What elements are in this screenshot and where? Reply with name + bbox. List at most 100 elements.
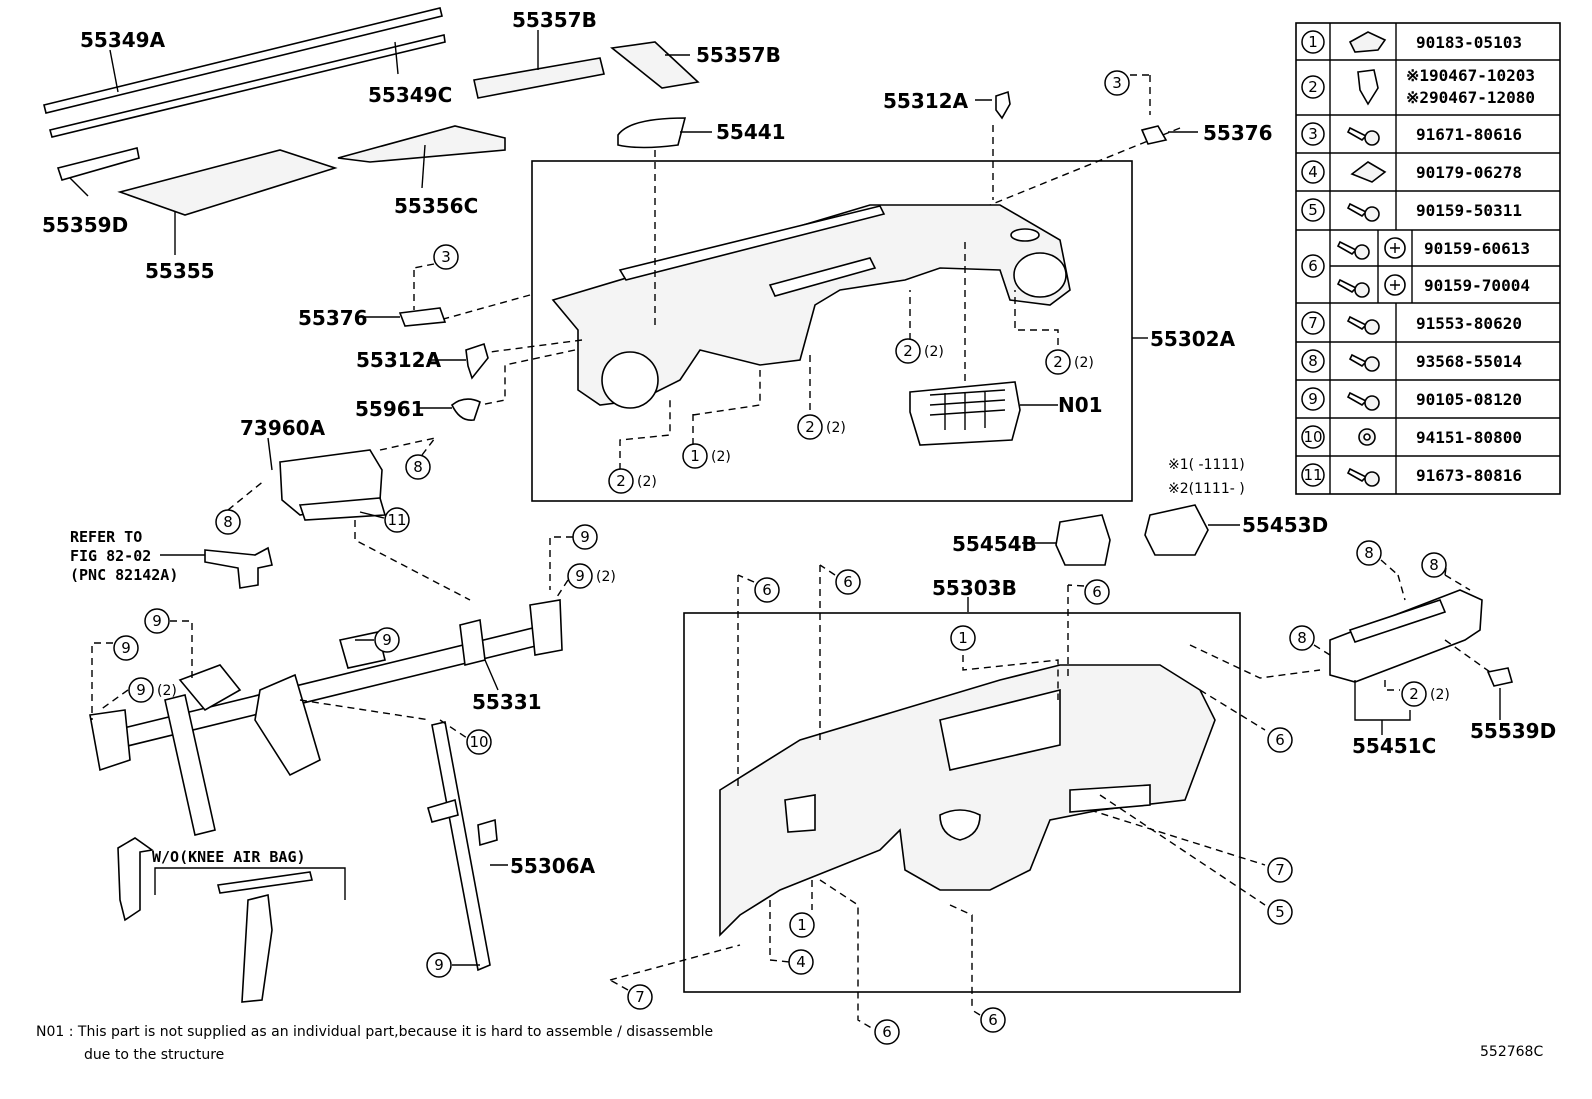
part-55376-bracket-top[interactable]: [1140, 125, 1168, 145]
label-55359D: 55359D: [42, 213, 128, 237]
part-55349C-molding[interactable]: [49, 34, 446, 138]
callout-9-beam-qty: 9 (2): [99, 677, 177, 711]
table-row: 6 90159-60613 90159-70004: [1301, 237, 1530, 298]
part-55539D-clip[interactable]: [1486, 667, 1514, 687]
screw-icon: [1346, 391, 1380, 411]
part-55355-pad[interactable]: [117, 149, 338, 216]
svg-text:2: 2: [903, 342, 913, 360]
svg-text:8: 8: [1364, 544, 1374, 562]
callout-2-dash-d: 2 (2): [608, 468, 657, 494]
svg-text:94151-80800: 94151-80800: [1416, 428, 1522, 447]
svg-text:2: 2: [1409, 685, 1419, 703]
callout-2-dash-a: 2 (2): [895, 338, 944, 364]
callout-9-beam-top: 9: [549, 524, 598, 590]
svg-text:90159-60613: 90159-60613: [1424, 239, 1530, 258]
part-55961-grommet[interactable]: [451, 398, 481, 422]
svg-text:90105-08120: 90105-08120: [1416, 390, 1522, 409]
refer-line-3[interactable]: (PNC 82142A): [70, 566, 178, 584]
part-55357B-panel-b[interactable]: [610, 41, 700, 89]
date-note-2: ※2(1111- ): [1168, 481, 1245, 497]
part-55302A-dashboard-panel[interactable]: [551, 204, 1071, 409]
svg-text:91553-80620: 91553-80620: [1416, 314, 1522, 333]
label-55376-top: 55376: [1203, 121, 1273, 145]
footnote-line-1: N01 : This part is not supplied as an in…: [36, 1024, 713, 1040]
callout-9-beam-left-top: 9: [144, 608, 193, 680]
callout-8-bracket-b: 8: [1421, 552, 1447, 578]
part-82142A-connector[interactable]: [204, 546, 273, 589]
label-55453D: 55453D: [1242, 513, 1328, 537]
callout-1-dash: 1 (2): [682, 443, 731, 469]
part-73960A-knee-airbag[interactable]: [279, 449, 387, 521]
svg-text:11: 11: [1303, 466, 1322, 484]
svg-text:(2): (2): [1430, 687, 1450, 703]
label-55357B-a: 55357B: [512, 8, 597, 32]
svg-text:3: 3: [1308, 125, 1318, 143]
svg-text:2: 2: [616, 472, 626, 490]
callout-1-lower-bottom: 1: [789, 912, 815, 938]
part-55312A-clip-top[interactable]: [995, 90, 1011, 120]
svg-text:6: 6: [1308, 257, 1318, 275]
callout-3-left: 3: [413, 244, 459, 270]
svg-text:7: 7: [1275, 861, 1285, 879]
part-55357B-panel-a[interactable]: [473, 57, 605, 99]
label-55349C: 55349C: [368, 83, 452, 107]
svg-text:9: 9: [580, 528, 590, 546]
part-55359D-trim[interactable]: [56, 147, 140, 181]
part-55356C-cover[interactable]: [337, 125, 506, 163]
svg-text:8: 8: [413, 458, 423, 476]
svg-text:93568-55014: 93568-55014: [1416, 352, 1522, 371]
table-row: 2 ※190467-10203 ※290467-12080: [1301, 66, 1535, 107]
part-55376-bracket-left[interactable]: [398, 307, 447, 327]
part-55312A-clip-left[interactable]: [465, 342, 489, 380]
svg-text:91671-80616: 91671-80616: [1416, 125, 1522, 144]
callout-5-lower-right: 5: [1267, 899, 1293, 925]
svg-text:5: 5: [1275, 903, 1285, 921]
part-N01-vent[interactable]: [909, 381, 1021, 446]
part-55303B-lower-panel[interactable]: [719, 664, 1216, 937]
svg-text:9: 9: [434, 956, 444, 974]
svg-text:90183-05103: 90183-05103: [1416, 33, 1522, 52]
table-row: 10 94151-80800: [1301, 425, 1522, 449]
callout-11-airbag: 11: [359, 507, 410, 533]
pin-icon: [1357, 69, 1379, 106]
table-row: 5 90159-50311: [1301, 198, 1522, 222]
fastener-table: [1295, 22, 1561, 495]
screw-icon: [1346, 467, 1380, 487]
svg-text:6: 6: [762, 581, 772, 599]
callout-6-lower-bottom-a: 6: [874, 1019, 900, 1045]
svg-text:(2): (2): [924, 344, 944, 360]
svg-text:1: 1: [1308, 33, 1318, 51]
table-row: 3 91671-80616: [1301, 122, 1522, 146]
part-55349A-molding[interactable]: [43, 7, 443, 114]
part-55453D-cover[interactable]: [1144, 504, 1209, 556]
svg-text:91673-80816: 91673-80816: [1416, 466, 1522, 485]
svg-text:6: 6: [1092, 583, 1102, 601]
callout-6-lower-bottom-b: 6: [971, 1007, 1006, 1033]
svg-text:(2): (2): [637, 474, 657, 490]
svg-text:1: 1: [797, 916, 807, 934]
svg-text:9: 9: [382, 631, 392, 649]
svg-text:8: 8: [1297, 629, 1307, 647]
callout-3-top-right: 3: [1104, 70, 1150, 96]
part-55454B-cover[interactable]: [1055, 514, 1111, 566]
callout-10-brace: 10: [466, 729, 492, 755]
part-55331-reinforcement-beam[interactable]: [89, 599, 563, 836]
refer-line-1: REFER TO: [70, 528, 142, 546]
part-55451C-bracket[interactable]: [1329, 589, 1483, 683]
svg-text:9: 9: [575, 567, 585, 585]
svg-text:2: 2: [805, 418, 815, 436]
part-55306A-brace[interactable]: [427, 721, 498, 972]
label-55303B: 55303B: [932, 576, 1017, 600]
label-55539D: 55539D: [1470, 719, 1556, 743]
part-55441-duct[interactable]: [617, 117, 687, 149]
table-row: 1 90183-05103: [1301, 30, 1522, 54]
label-55961: 55961: [355, 397, 425, 421]
svg-text:5: 5: [1308, 201, 1318, 219]
callout-1-lower-top: 1: [950, 625, 976, 651]
callout-9-beam-left: 9: [91, 635, 139, 720]
screw-icon: [1346, 315, 1380, 335]
svg-text:7: 7: [1308, 314, 1318, 332]
label-55302A: 55302A: [1150, 327, 1236, 351]
svg-text:9: 9: [1308, 390, 1318, 408]
